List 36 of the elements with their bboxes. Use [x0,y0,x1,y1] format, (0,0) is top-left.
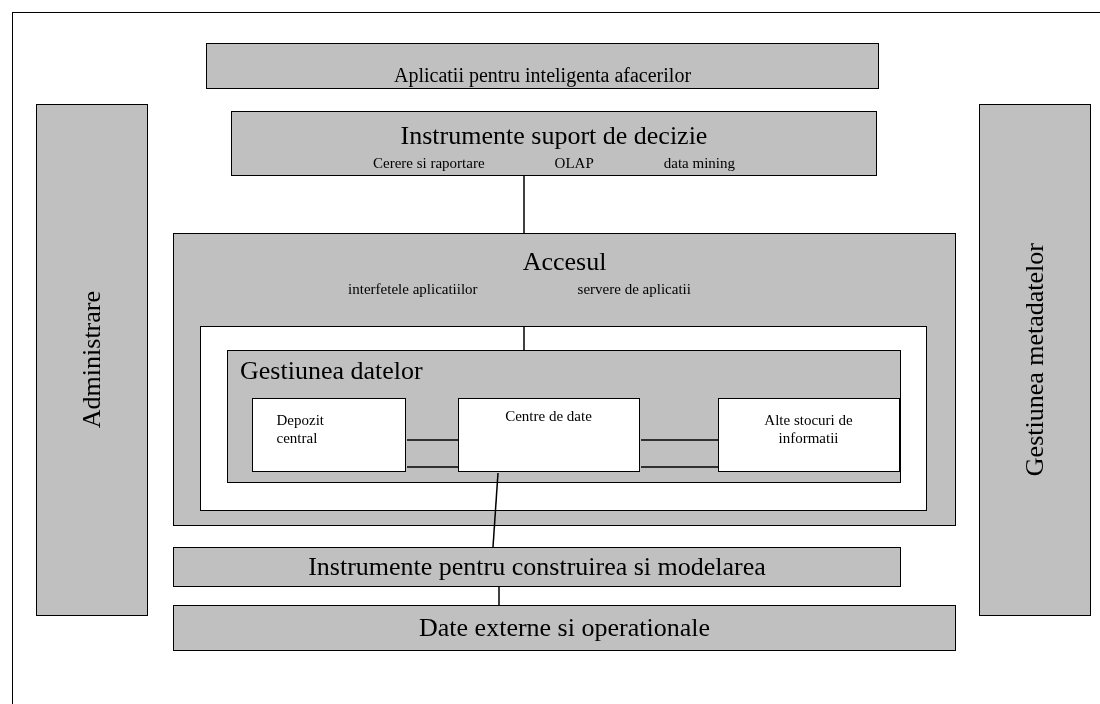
store-label: Centre de date [505,406,592,425]
box-title: Aplicatii pentru inteligenta afacerilor [393,64,692,86]
item-label: interfetele aplicatiilor [348,280,478,298]
vertical-label: Administrare [77,291,107,429]
component-box [457,397,640,472]
item-label: data mining [663,154,735,172]
frame-box [199,325,927,511]
component-box [36,104,148,616]
item-label: OLAP [554,154,594,172]
box-title: Instrumente suport de decizie [400,122,708,151]
connector-line [640,466,720,468]
component-box [227,350,901,483]
connector-line [640,439,720,441]
component-box [251,397,406,472]
store-label: Alte stocuri de informatii [763,410,854,447]
component-box [173,605,956,651]
box-title: Accesul [522,248,607,277]
component-box [717,397,900,472]
component-box [206,43,879,89]
connector-line [406,466,460,468]
item-label: Cerere si raportare [373,154,485,172]
vertical-label: Gestiunea metadatelor [1020,243,1050,477]
component-box [979,104,1091,616]
connector-line [523,325,525,352]
box-title: Instrumente pentru construirea si modelarea [308,552,766,582]
component-box [231,111,877,176]
component-box [173,547,901,587]
connector-line [406,439,460,441]
store-label: Depozit central [276,410,325,447]
connector-line [523,175,525,234]
connector-line [498,586,500,606]
item-label: servere de aplicatii [577,280,691,298]
box-title: Date externe si operationale [419,613,710,643]
connector-line [492,472,499,548]
component-box [173,233,956,526]
box-title: Gestiunea datelor [240,357,423,386]
